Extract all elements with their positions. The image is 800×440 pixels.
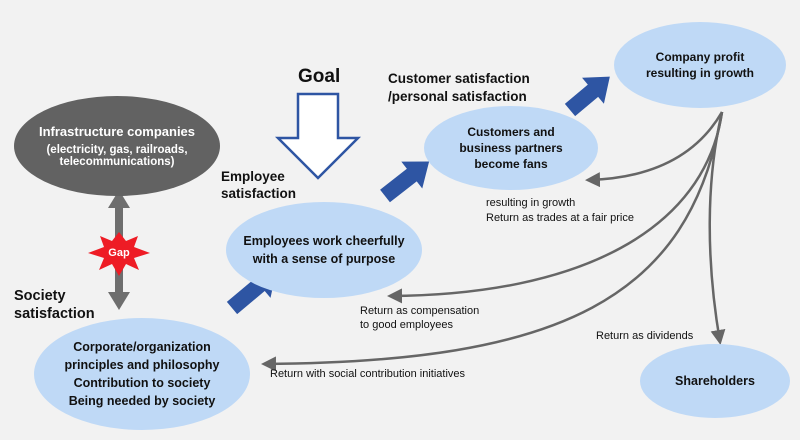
return-arrow-compensation xyxy=(387,111,724,304)
flow-arrow-customers-to-profit xyxy=(564,76,610,117)
return-arrow-social xyxy=(261,111,724,372)
employee-satisfaction-line1: Employee xyxy=(221,169,285,184)
customer-satisfaction-line1: Customer satisfaction xyxy=(388,71,530,86)
society-satisfaction-line1: Society xyxy=(14,288,66,304)
return-compensation-line1: Return as compensation xyxy=(360,305,480,317)
employee-satisfaction-line2: satisfaction xyxy=(221,186,297,201)
customers-line2: business partners xyxy=(459,141,563,155)
infrastructure-title: Infrastructure companies xyxy=(38,124,196,139)
return-dividends-label: Return as dividends xyxy=(596,330,694,342)
flow-arrow-employees-to-customers xyxy=(380,161,430,203)
corporate-oval: Corporate/organization principles and ph… xyxy=(34,318,250,430)
corporate-line1: Corporate/organization xyxy=(73,340,211,354)
profit-line2: resulting in growth xyxy=(646,66,754,80)
gap-burst-icon xyxy=(88,232,150,276)
corporate-line3: Contribution to society xyxy=(73,376,211,390)
goal-label: Goal xyxy=(298,66,341,87)
return-compensation-line2: to good employees xyxy=(360,319,453,331)
return-compensation-label: Return as compensation to good employees xyxy=(360,304,479,332)
employee-satisfaction-label: Employee satisfaction xyxy=(221,168,296,202)
return-arrow-dividends xyxy=(708,111,726,345)
infrastructure-oval: Infrastructure companies (electricity, g… xyxy=(14,96,220,196)
customer-satisfaction-label: Customer satisfaction /personal satisfac… xyxy=(388,70,530,106)
return-social-label: Return with social contribution initiati… xyxy=(270,368,466,380)
infrastructure-line1: (electricity, gas, railroads, xyxy=(46,144,188,156)
goal-down-arrow xyxy=(274,92,362,180)
gap-label: Gap xyxy=(108,247,130,259)
shareholders-label: Shareholders xyxy=(675,374,755,388)
profit-oval: Company profit resulting in growth xyxy=(614,22,786,108)
society-satisfaction-line2: satisfaction xyxy=(14,306,95,322)
employees-oval: Employees work cheerfully with a sense o… xyxy=(226,202,422,298)
return-arrow-trades xyxy=(585,111,724,188)
profit-line1: Company profit xyxy=(655,50,745,64)
customer-satisfaction-line2: /personal satisfaction xyxy=(388,89,527,104)
employees-line1: Employees work cheerfully xyxy=(243,234,405,248)
return-trades-label: resulting in growth Return as trades at … xyxy=(486,196,634,226)
return-trades-line1: resulting in growth xyxy=(486,197,576,209)
return-trades-line2: Return as trades at a fair price xyxy=(486,212,634,224)
employees-line2: with a sense of purpose xyxy=(252,252,396,266)
corporate-line2: principles and philosophy xyxy=(64,358,220,372)
customers-line1: Customers and xyxy=(467,125,555,139)
customers-line3: become fans xyxy=(474,157,548,171)
infrastructure-line2: telecommunications) xyxy=(59,156,175,168)
corporate-line4: Being needed by society xyxy=(68,394,216,408)
customers-oval: Customers and business partners become f… xyxy=(424,106,598,190)
shareholders-oval: Shareholders xyxy=(640,344,790,418)
society-satisfaction-label: Society satisfaction xyxy=(14,287,95,323)
